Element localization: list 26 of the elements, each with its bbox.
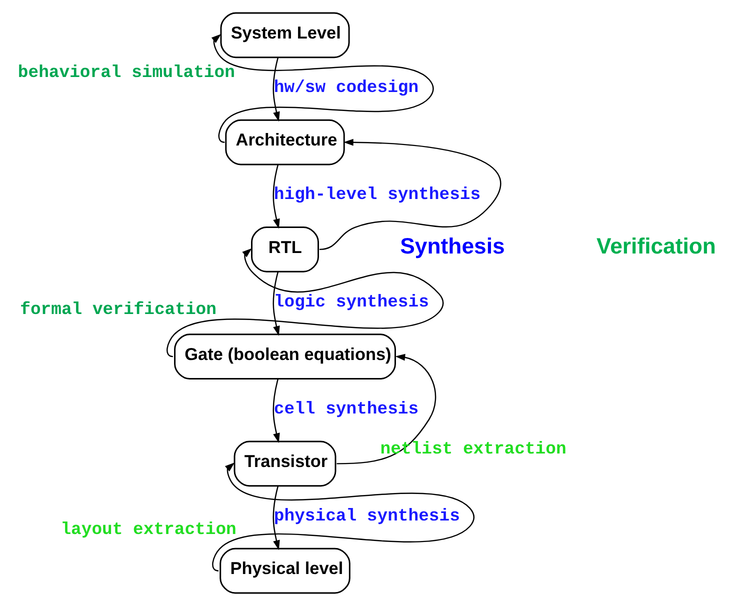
arrow (272, 378, 280, 443)
arrow (336, 354, 436, 464)
node-box: RTL (251, 226, 319, 272)
node-box: Gate (boolean equations) (174, 334, 396, 380)
label: Synthesis (400, 234, 505, 259)
node-box: Architecture (225, 119, 345, 166)
edge-label: formal verification (20, 301, 216, 320)
edge-label: hw/sw codesign (274, 79, 419, 98)
edge-label: high-level synthesis (274, 186, 481, 206)
edge-label: layout extraction (60, 520, 236, 540)
arrow (272, 57, 280, 122)
arrow (319, 138, 502, 250)
node-box: Physical level (220, 548, 350, 594)
arrow (272, 164, 280, 229)
label: Verification (596, 234, 716, 259)
arrow (272, 272, 280, 336)
edge-label: physical synthesis (274, 508, 460, 527)
arrow (212, 462, 474, 572)
edge-label: cell synthesis (274, 400, 419, 420)
arrow (211, 34, 434, 143)
arrow (272, 486, 280, 550)
edge-label: behavioral simulation (18, 64, 235, 84)
node-box: Transistor (234, 440, 336, 487)
arrow (166, 248, 444, 358)
edge-label: logic synthesis (274, 293, 429, 312)
node-box: System Level (220, 12, 350, 58)
